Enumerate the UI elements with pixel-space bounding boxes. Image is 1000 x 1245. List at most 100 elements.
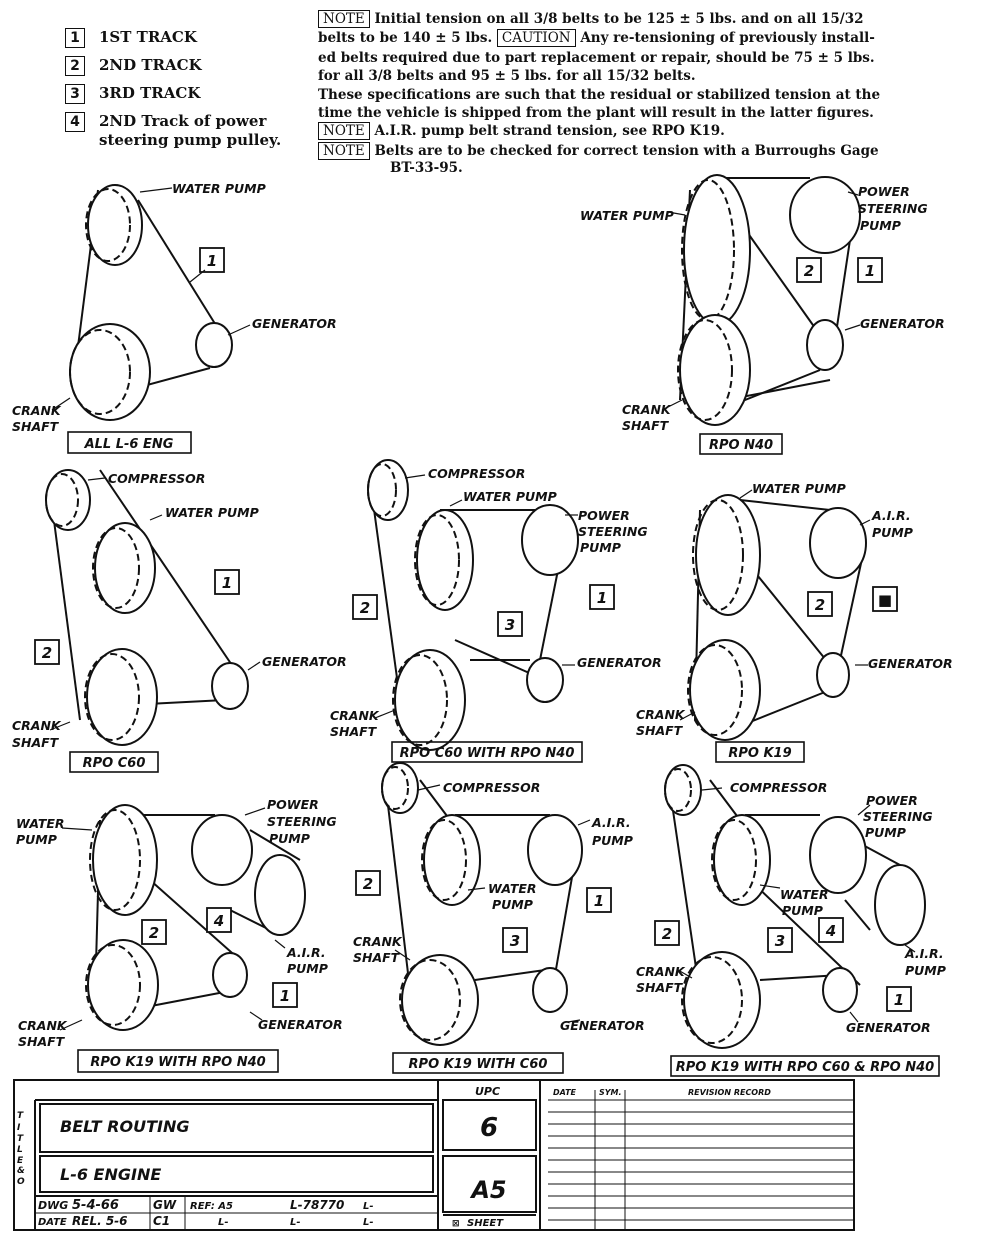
svg-text:2: 2 — [363, 875, 373, 893]
note-text: A.I.R. pump belt strand tension, see RPO… — [374, 123, 725, 139]
dwg-value: 5-4-66 — [72, 1198, 119, 1213]
caption-box — [69, 751, 159, 773]
diagram-caption: RPO K19 WITH RPO C60 & RPO N40 — [676, 1060, 934, 1075]
caption-box — [392, 1052, 564, 1074]
svg-text:2: 2 — [662, 925, 672, 943]
label-steering: STEERING — [858, 201, 928, 216]
track-box — [872, 586, 898, 612]
label-compressor: COMPRESSOR — [428, 466, 525, 481]
diagram-all-l6 — [51, 184, 251, 421]
label-power: POWER — [578, 508, 630, 523]
date-column-header: DATE — [553, 1088, 577, 1097]
legend-text: 2ND TRACK — [99, 56, 202, 74]
caption-box — [391, 741, 583, 763]
note-text: Initial tension on all 3/8 belts to be 1… — [374, 11, 864, 27]
note-text: ed belts required due to part replacemen… — [318, 50, 875, 66]
label-compressor: COMPRESSOR — [443, 780, 540, 795]
label-water-pump: WATER PUMP — [752, 481, 846, 496]
label-compressor: COMPRESSOR — [730, 780, 827, 795]
track-1-box — [586, 887, 612, 913]
label-pump: PUMP — [592, 833, 633, 848]
label-water: WATER — [780, 887, 829, 902]
track-1-box — [199, 247, 225, 273]
track-number-box: 4 — [65, 112, 85, 132]
label-generator: GENERATOR — [262, 654, 347, 669]
track-1-box — [886, 986, 912, 1012]
diagram-rpo-c60 — [34, 469, 261, 746]
label-generator: GENERATOR — [860, 316, 945, 331]
track-2-box — [796, 257, 822, 283]
label-shaft: SHAFT — [353, 950, 401, 965]
title-letter: L — [17, 1145, 23, 1155]
label-pump: PUMP — [782, 903, 823, 918]
label-water-pump: WATER PUMP — [165, 505, 259, 520]
diagram-rpo-c60-n40 — [352, 459, 615, 751]
track-1-box — [214, 569, 240, 595]
label-shaft: SHAFT — [622, 418, 670, 433]
upc-label: UPC — [475, 1085, 500, 1098]
diagram-rpo-k19-c60 — [355, 762, 612, 1046]
label-pump: PUMP — [872, 525, 913, 540]
label-pump: PUMP — [269, 831, 310, 846]
caution-tag: CAUTION — [496, 29, 576, 47]
label-pump: PUMP — [580, 540, 621, 555]
note-text: These specifications are such that the r… — [318, 87, 881, 103]
svg-text:2: 2 — [42, 644, 52, 662]
diagram-rpo-k19-c60-n40 — [654, 764, 926, 1049]
track-number-box: 1 — [65, 28, 85, 48]
title-letter: T — [17, 1111, 24, 1121]
track-number-box: 3 — [65, 84, 85, 104]
legend-item: 2 2ND TRACK — [65, 56, 202, 76]
legend-text-line2: steering pump pulley. — [99, 131, 282, 149]
label-crank: CRANK — [18, 1018, 68, 1033]
track-number-box: 2 — [65, 56, 85, 76]
label-air: A.I.R. — [286, 945, 326, 960]
note-text: BT-33-95. — [390, 160, 463, 176]
track-2-box — [34, 639, 60, 665]
label-air: A.I.R. — [904, 946, 944, 961]
note-tag: NOTE — [318, 122, 370, 140]
diagram-caption: RPO K19 WITH RPO N40 — [90, 1055, 265, 1070]
diagram-caption: RPO N40 — [709, 438, 773, 453]
track-1-box — [857, 257, 883, 283]
note-text: Any re-tensioning of previously install- — [580, 30, 875, 46]
label-shaft: SHAFT — [18, 1034, 66, 1049]
title-letter: I — [17, 1123, 21, 1133]
track-2-box — [141, 919, 167, 945]
track-4-box — [206, 907, 232, 933]
svg-text:2: 2 — [804, 262, 814, 280]
label-compressor: COMPRESSOR — [108, 471, 205, 486]
label-crank: CRANK — [636, 707, 686, 722]
legend-item: 1 1ST TRACK — [65, 28, 197, 48]
legend-text: 3RD TRACK — [99, 84, 201, 102]
track-2-box — [355, 870, 381, 896]
track-3-box — [767, 927, 793, 953]
label-generator: GENERATOR — [577, 655, 662, 670]
dwg-label: DWG — [38, 1199, 68, 1212]
note-line: NOTE Initial tension on all 3/8 belts to… — [318, 10, 864, 28]
svg-text:2: 2 — [360, 599, 370, 617]
rel-value: REL. 5-6 — [72, 1214, 128, 1228]
label-steering: STEERING — [863, 809, 933, 824]
diagram-caption: RPO K19 WITH C60 — [409, 1057, 548, 1072]
track-3-box — [502, 927, 528, 953]
note-text: time the vehicle is shipped from the pla… — [318, 105, 874, 121]
drawing-subtitle: L-6 ENGINE — [60, 1165, 161, 1184]
label-pump: PUMP — [905, 963, 946, 978]
legend-item: 3 3RD TRACK — [65, 84, 200, 104]
label-steering: STEERING — [578, 524, 648, 539]
label-power: POWER — [858, 184, 910, 199]
svg-text:1: 1 — [597, 589, 607, 607]
label-generator: GENERATOR — [258, 1017, 343, 1032]
diagram-rpo-k19-n40 — [59, 804, 306, 1031]
label-crank: CRANK — [330, 708, 380, 723]
upc-value: 6 — [480, 1113, 498, 1143]
sheet-value: A5 — [469, 1176, 506, 1204]
label-pump: PUMP — [860, 218, 901, 233]
svg-text:2: 2 — [815, 596, 825, 614]
label-shaft: SHAFT — [12, 419, 60, 434]
caption-box — [67, 431, 192, 454]
label-crank: CRANK — [12, 403, 62, 418]
diagram-rpo-k19 — [679, 489, 898, 741]
